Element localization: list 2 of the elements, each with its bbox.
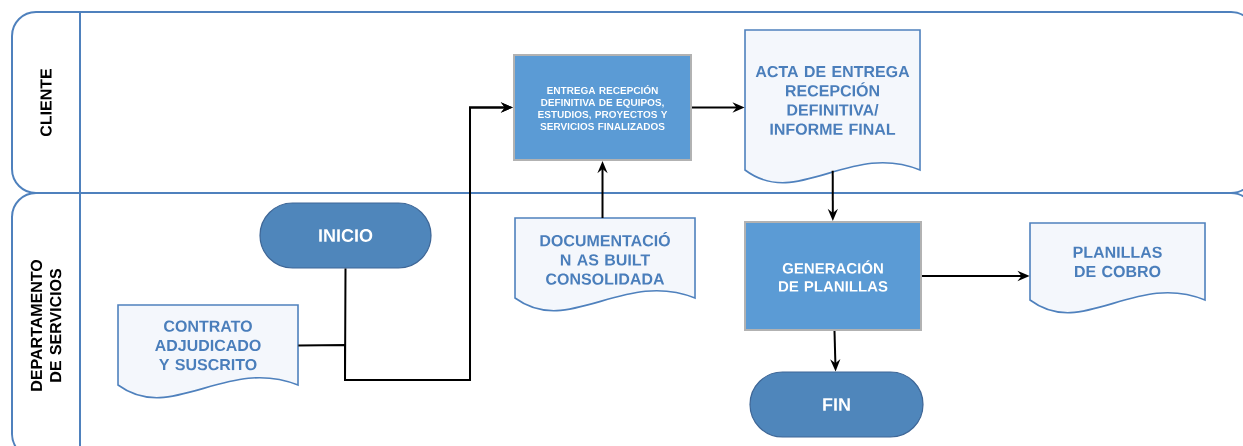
process-box: GENERACIÓN DE PLANILLAS xyxy=(744,221,922,331)
process-box: ENTREGA RECEPCIÓN DEFINITIVA DE EQUIPOS, ESTUDIOS, PROYECTOS Y SERVICIOS FINALIZADOS xyxy=(513,54,692,161)
